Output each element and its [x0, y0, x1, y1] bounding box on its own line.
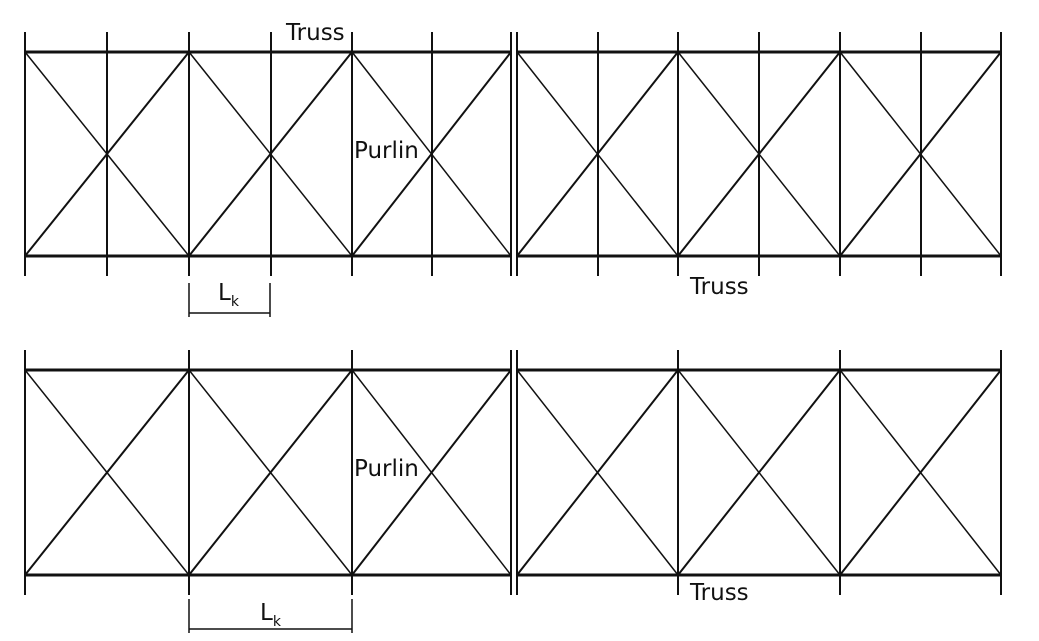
bracing-diagonal: [351, 51, 512, 257]
length-symbol: L: [218, 280, 231, 306]
bracing-diagonal: [839, 369, 1002, 576]
bracing-diagonal: [677, 369, 841, 576]
diagram-top: [24, 32, 1002, 317]
bracing-diagonal: [351, 369, 512, 576]
bracing-diagonal: [188, 369, 353, 576]
purlin-label: Purlin: [354, 138, 419, 164]
length-symbol: L: [260, 600, 273, 626]
bracing-diagonal: [677, 51, 841, 257]
length-subscript: k: [231, 294, 240, 310]
length-label: Lk: [260, 600, 282, 630]
truss-label-bottom: Truss: [689, 274, 749, 300]
bracing-diagonal: [516, 51, 679, 257]
length-label: Lk: [218, 280, 240, 310]
truss-label-top: Truss: [285, 20, 345, 46]
bracing-diagonal: [516, 369, 679, 576]
diagram-bottom: [24, 350, 1002, 633]
bracing-diagonal: [24, 51, 190, 257]
purlin-label: Purlin: [354, 456, 419, 482]
bracing-diagonal: [24, 369, 190, 576]
bracing-diagonal: [188, 51, 353, 257]
bracing-diagonal: [839, 51, 1002, 257]
length-subscript: k: [273, 614, 282, 630]
truss-label-bottom: Truss: [689, 580, 749, 606]
